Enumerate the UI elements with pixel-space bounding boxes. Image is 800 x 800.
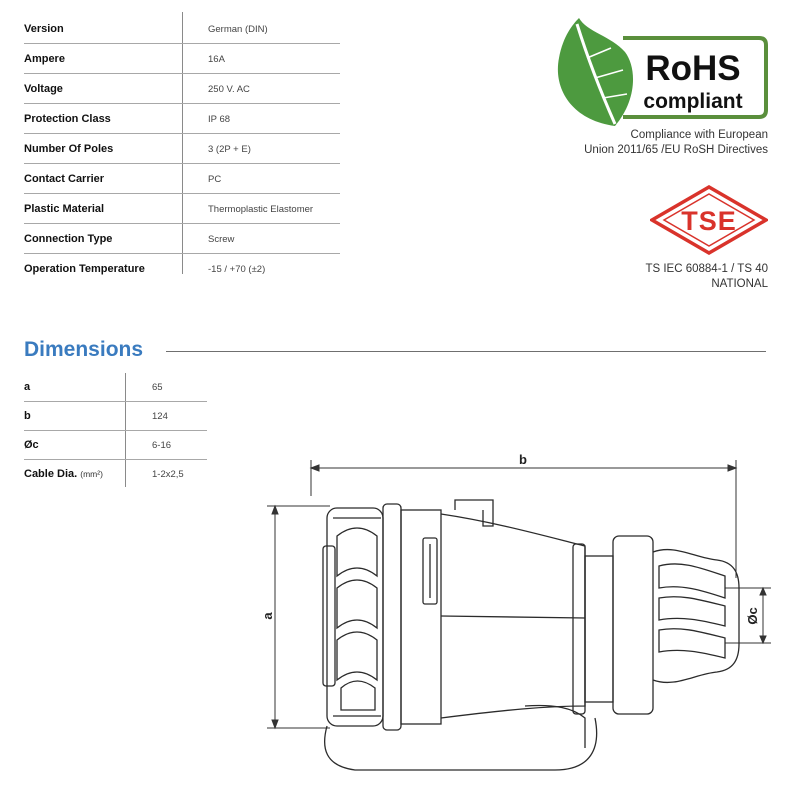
dimension-a-line bbox=[267, 504, 330, 730]
rohs-caption-line: Compliance with European bbox=[630, 129, 768, 141]
dim-label: Cable Dia. (mm²) bbox=[24, 468, 103, 480]
spec-value: 250 V. AC bbox=[208, 84, 250, 95]
leaf-sub-vein-icon bbox=[586, 47, 628, 99]
dim-row-c: Øc 6-16 bbox=[24, 431, 207, 460]
rohs-caption-line: Union 2011/65 /EU RoSH Directives bbox=[584, 144, 768, 156]
spec-label: Ampere bbox=[24, 53, 65, 65]
tse-caption-line: TS IEC 60884-1 / TS 40 bbox=[645, 263, 768, 275]
dimensions-table: a 65 b 124 Øc 6-16 Cable Dia. (mm²) 1-2x… bbox=[24, 373, 207, 488]
dimension-c-label: Øc bbox=[745, 607, 760, 624]
leaf-icon bbox=[557, 18, 634, 126]
spec-value: -15 / +70 (±2) bbox=[208, 264, 266, 275]
spec-row-contact-carrier: Contact Carrier PC bbox=[24, 164, 340, 194]
dimension-b-label: b bbox=[519, 452, 527, 467]
dim-value: 6-16 bbox=[152, 440, 172, 451]
spec-row-ampere: Ampere 16A bbox=[24, 44, 340, 74]
rohs-logo: RoHS compliant bbox=[557, 18, 768, 126]
spec-row-operation-temperature: Operation Temperature -15 / +70 (±2) bbox=[24, 254, 340, 283]
dimensions-title: Dimensions bbox=[24, 338, 144, 361]
tse-diamond-outer bbox=[650, 185, 768, 255]
spec-row-number-of-poles: Number Of Poles 3 (2P + E) bbox=[24, 134, 340, 164]
spec-label: Contact Carrier bbox=[24, 173, 105, 185]
dim-unit: (mm²) bbox=[80, 469, 103, 479]
spec-value: German (DIN) bbox=[208, 24, 268, 35]
dim-row-a: a 65 bbox=[24, 373, 207, 402]
dim-value: 124 bbox=[152, 411, 168, 422]
dimension-b-line bbox=[309, 460, 738, 578]
dim-row-b: b 124 bbox=[24, 402, 207, 431]
spec-label: Version bbox=[24, 23, 64, 35]
spec-label: Operation Temperature bbox=[24, 263, 145, 275]
tse-mark: TSE bbox=[681, 206, 737, 236]
dim-label: b bbox=[24, 410, 31, 422]
spec-label: Voltage bbox=[24, 83, 63, 95]
rohs-caption: Compliance with European Union 2011/65 /… bbox=[584, 128, 768, 158]
spec-value: Screw bbox=[208, 234, 235, 245]
spec-label: Protection Class bbox=[24, 113, 111, 125]
spec-value: 3 (2P + E) bbox=[208, 144, 251, 155]
spec-row-plastic-material: Plastic Material Thermoplastic Elastomer bbox=[24, 194, 340, 224]
tse-caption: TS IEC 60884-1 / TS 40 NATIONAL bbox=[645, 262, 768, 292]
dim-label: a bbox=[24, 381, 31, 393]
spec-row-version: Version German (DIN) bbox=[24, 14, 340, 44]
spec-value: 16A bbox=[208, 54, 225, 65]
dimension-a-label: a bbox=[260, 612, 275, 620]
specs-table: Version German (DIN) Ampere 16A Voltage … bbox=[24, 14, 340, 283]
rohs-subtitle: compliant bbox=[643, 90, 742, 113]
connector-outline bbox=[322, 499, 740, 771]
spec-label: Connection Type bbox=[24, 233, 113, 245]
spec-value: IP 68 bbox=[208, 114, 231, 125]
spec-label: Plastic Material bbox=[24, 203, 105, 215]
dimension-c-line bbox=[725, 586, 771, 645]
spec-value: Thermoplastic Elastomer bbox=[208, 204, 314, 215]
dim-value: 65 bbox=[152, 382, 163, 393]
tse-caption-line: NATIONAL bbox=[711, 278, 768, 290]
spec-row-connection-type: Connection Type Screw bbox=[24, 224, 340, 254]
tse-diamond-inner bbox=[662, 193, 756, 247]
dim-value: 1-2x2,5 bbox=[152, 469, 184, 480]
rohs-title: RoHS bbox=[645, 49, 740, 88]
rohs-badge-frame bbox=[623, 36, 768, 119]
spec-value: PC bbox=[208, 174, 222, 185]
dim-row-cable-dia: Cable Dia. (mm²) 1-2x2,5 bbox=[24, 460, 207, 488]
spec-label: Number Of Poles bbox=[24, 143, 114, 155]
tse-logo: TSE bbox=[650, 185, 768, 255]
dim-label: Øc bbox=[24, 439, 39, 451]
spec-row-voltage: Voltage 250 V. AC bbox=[24, 74, 340, 104]
dim-label-text: Cable Dia. bbox=[24, 468, 78, 480]
leaf-vein-icon bbox=[575, 23, 617, 125]
dimensions-rule bbox=[166, 351, 766, 352]
spec-row-protection-class: Protection Class IP 68 bbox=[24, 104, 340, 134]
connector-technical-drawing: b a Øc bbox=[260, 452, 771, 771]
specs-divider bbox=[182, 12, 183, 274]
